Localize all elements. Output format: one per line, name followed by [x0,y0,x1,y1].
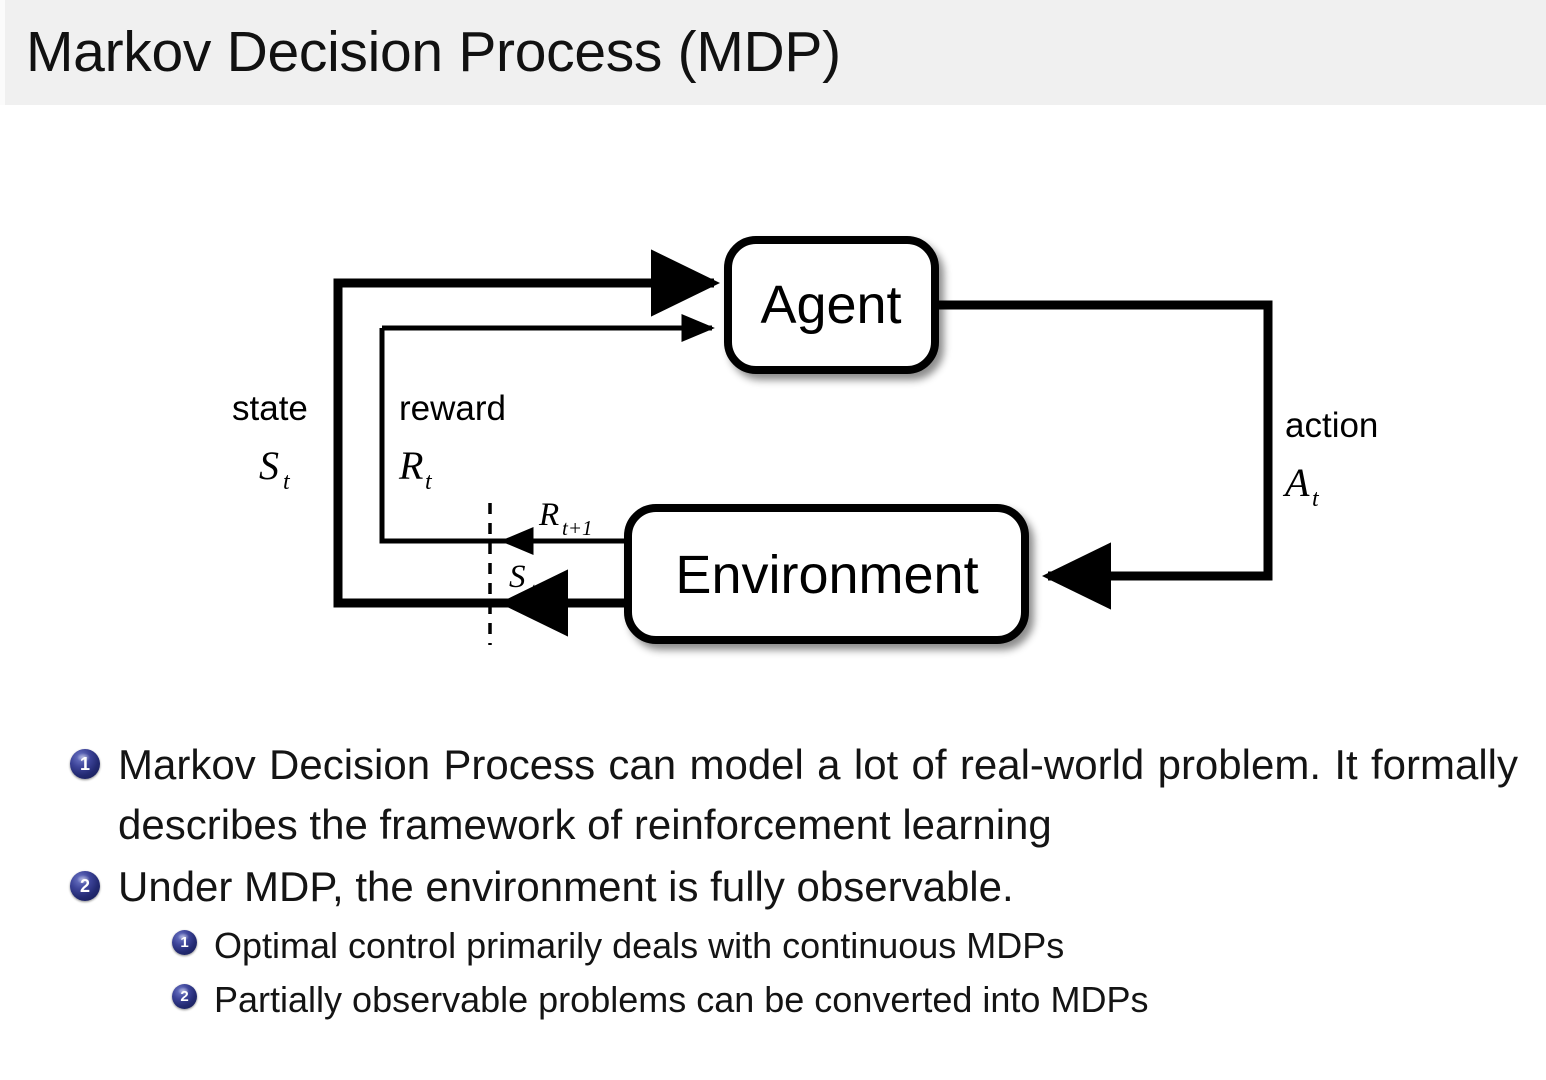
header-left-edge-strip [0,0,5,105]
environment-label: Environment [675,545,978,605]
next-state-label: S t+1 [509,559,561,602]
list-item: 1 Markov Decision Process can model a lo… [0,735,1546,855]
next-reward-symbol: R [538,497,559,533]
sub-list-item: 2 Partially observable problems can be c… [0,973,1546,1027]
environment-node: Environment [624,504,1029,644]
bullet-text-2: Under MDP, the environment is fully obse… [118,863,1014,910]
agent-box [724,236,939,374]
page-title: Markov Decision Process (MDP) [26,20,841,84]
mdp-agent-environment-diagram: Agent Environment state S t reward R t a… [0,105,1546,695]
sub-bullet-text-2: Partially observable problems can be con… [214,979,1149,1020]
state-word-label: state [232,389,308,428]
action-word-label: action [1285,406,1378,445]
bullet-marker-1: 1 [70,749,100,779]
reward-word-label: reward [399,389,506,428]
bullet-list: 1 Markov Decision Process can model a lo… [0,735,1546,1027]
environment-box [624,504,1029,644]
agent-label: Agent [760,275,901,335]
reward-symbol-subscript: t [425,469,433,495]
reward-feedback-edge [379,314,715,544]
action-symbol-subscript: t [1312,486,1320,512]
reward-symbol-label: R [398,443,423,488]
bullet-text-1: Markov Decision Process can model a lot … [118,741,1518,848]
sub-bullet-text-1: Optimal control primarily deals with con… [214,925,1065,966]
state-symbol-subscript: t [283,469,291,495]
action-symbol-label: A [1282,460,1310,505]
list-item: 2 Under MDP, the environment is fully ob… [0,857,1546,917]
sub-list-item: 1 Optimal control primarily deals with c… [0,919,1546,973]
agent-node: Agent [724,236,939,374]
sub-bullet-marker-2: 2 [172,984,197,1009]
state-symbol-label: S [259,443,279,488]
action-edge-label: action A t [1282,406,1378,512]
action-edge [930,300,1273,610]
reward-edge-label: reward R t [398,389,506,495]
next-reward-label: R t+1 [538,497,593,540]
next-state-symbol: S [509,559,526,595]
slide-header-band: Markov Decision Process (MDP) [0,0,1546,105]
bullet-marker-2: 2 [70,871,100,901]
diagram-canvas: Agent Environment state S t reward R t a… [232,236,1378,645]
next-state-subscript: t+1 [530,578,561,602]
next-reward-subscript: t+1 [562,516,593,540]
state-edge-label: state S t [232,389,308,495]
state-feedback-edge [333,249,720,608]
sub-bullet-marker-1: 1 [172,930,197,955]
